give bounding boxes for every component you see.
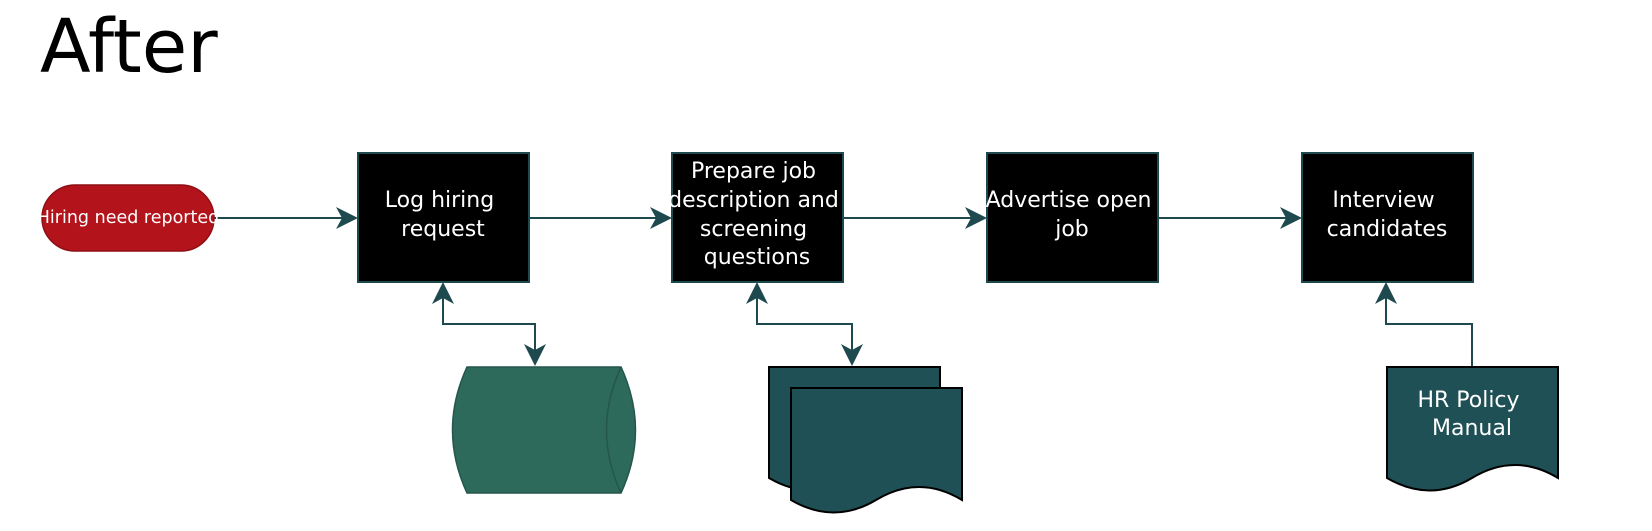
database-body [451, 366, 637, 494]
process-label-line: Advertise open [986, 188, 1152, 213]
process-label-line: Log hiring [385, 188, 494, 213]
process-label-line: job [1054, 217, 1089, 242]
start-terminator-shape [41, 184, 215, 252]
process-label-line: description and [668, 188, 839, 213]
connector-prepare-documents [746, 282, 863, 366]
process-step-log-hiring-request: Log hiring request [357, 152, 530, 283]
document-label-line: HR Policy [1417, 388, 1519, 413]
process-label-line: screening [700, 217, 807, 242]
svg-text:Interview candidates: Interview candidates [1327, 188, 1448, 242]
document-front [790, 387, 963, 514]
process-box [357, 152, 530, 283]
svg-text:Log hiring request: Log hiring request [385, 188, 501, 242]
process-label-line: questions [704, 245, 811, 270]
svg-text:Prepare job description: Prepare job description and screening qu… [668, 159, 846, 270]
process-step-prepare-job-description: Prepare job description and screening qu… [668, 152, 846, 283]
page-title: After [40, 4, 218, 90]
hr-policy-manual-document: HR Policy Manual [1386, 366, 1559, 492]
process-label-line: candidates [1327, 217, 1448, 242]
document-label-line: Manual [1432, 416, 1512, 441]
attachment-connectors [432, 282, 1473, 367]
process-step-interview-candidates: Interview candidates [1301, 152, 1474, 283]
document-shape [1386, 366, 1559, 492]
process-label-line: request [401, 217, 485, 242]
process-label-line: Interview [1332, 188, 1434, 213]
process-box [986, 152, 1159, 283]
database-inner-curve [605, 366, 622, 494]
multiple-documents-shape [768, 366, 963, 514]
database-shape [451, 366, 637, 494]
svg-text:Advertise open job: Advertise open job [986, 188, 1159, 242]
connector-log-database [432, 282, 546, 366]
connector-manual-interview [1375, 282, 1473, 367]
process-step-advertise-open-job: Advertise open job [986, 152, 1159, 283]
process-box [671, 152, 844, 283]
svg-text:HR Policy Manual: HR Policy Manual [1417, 388, 1526, 441]
start-terminator-label: Hiring need reported [37, 208, 219, 228]
process-label-line: Prepare job [691, 159, 816, 184]
process-box [1301, 152, 1474, 283]
start-terminator: Hiring need reported [37, 184, 219, 252]
